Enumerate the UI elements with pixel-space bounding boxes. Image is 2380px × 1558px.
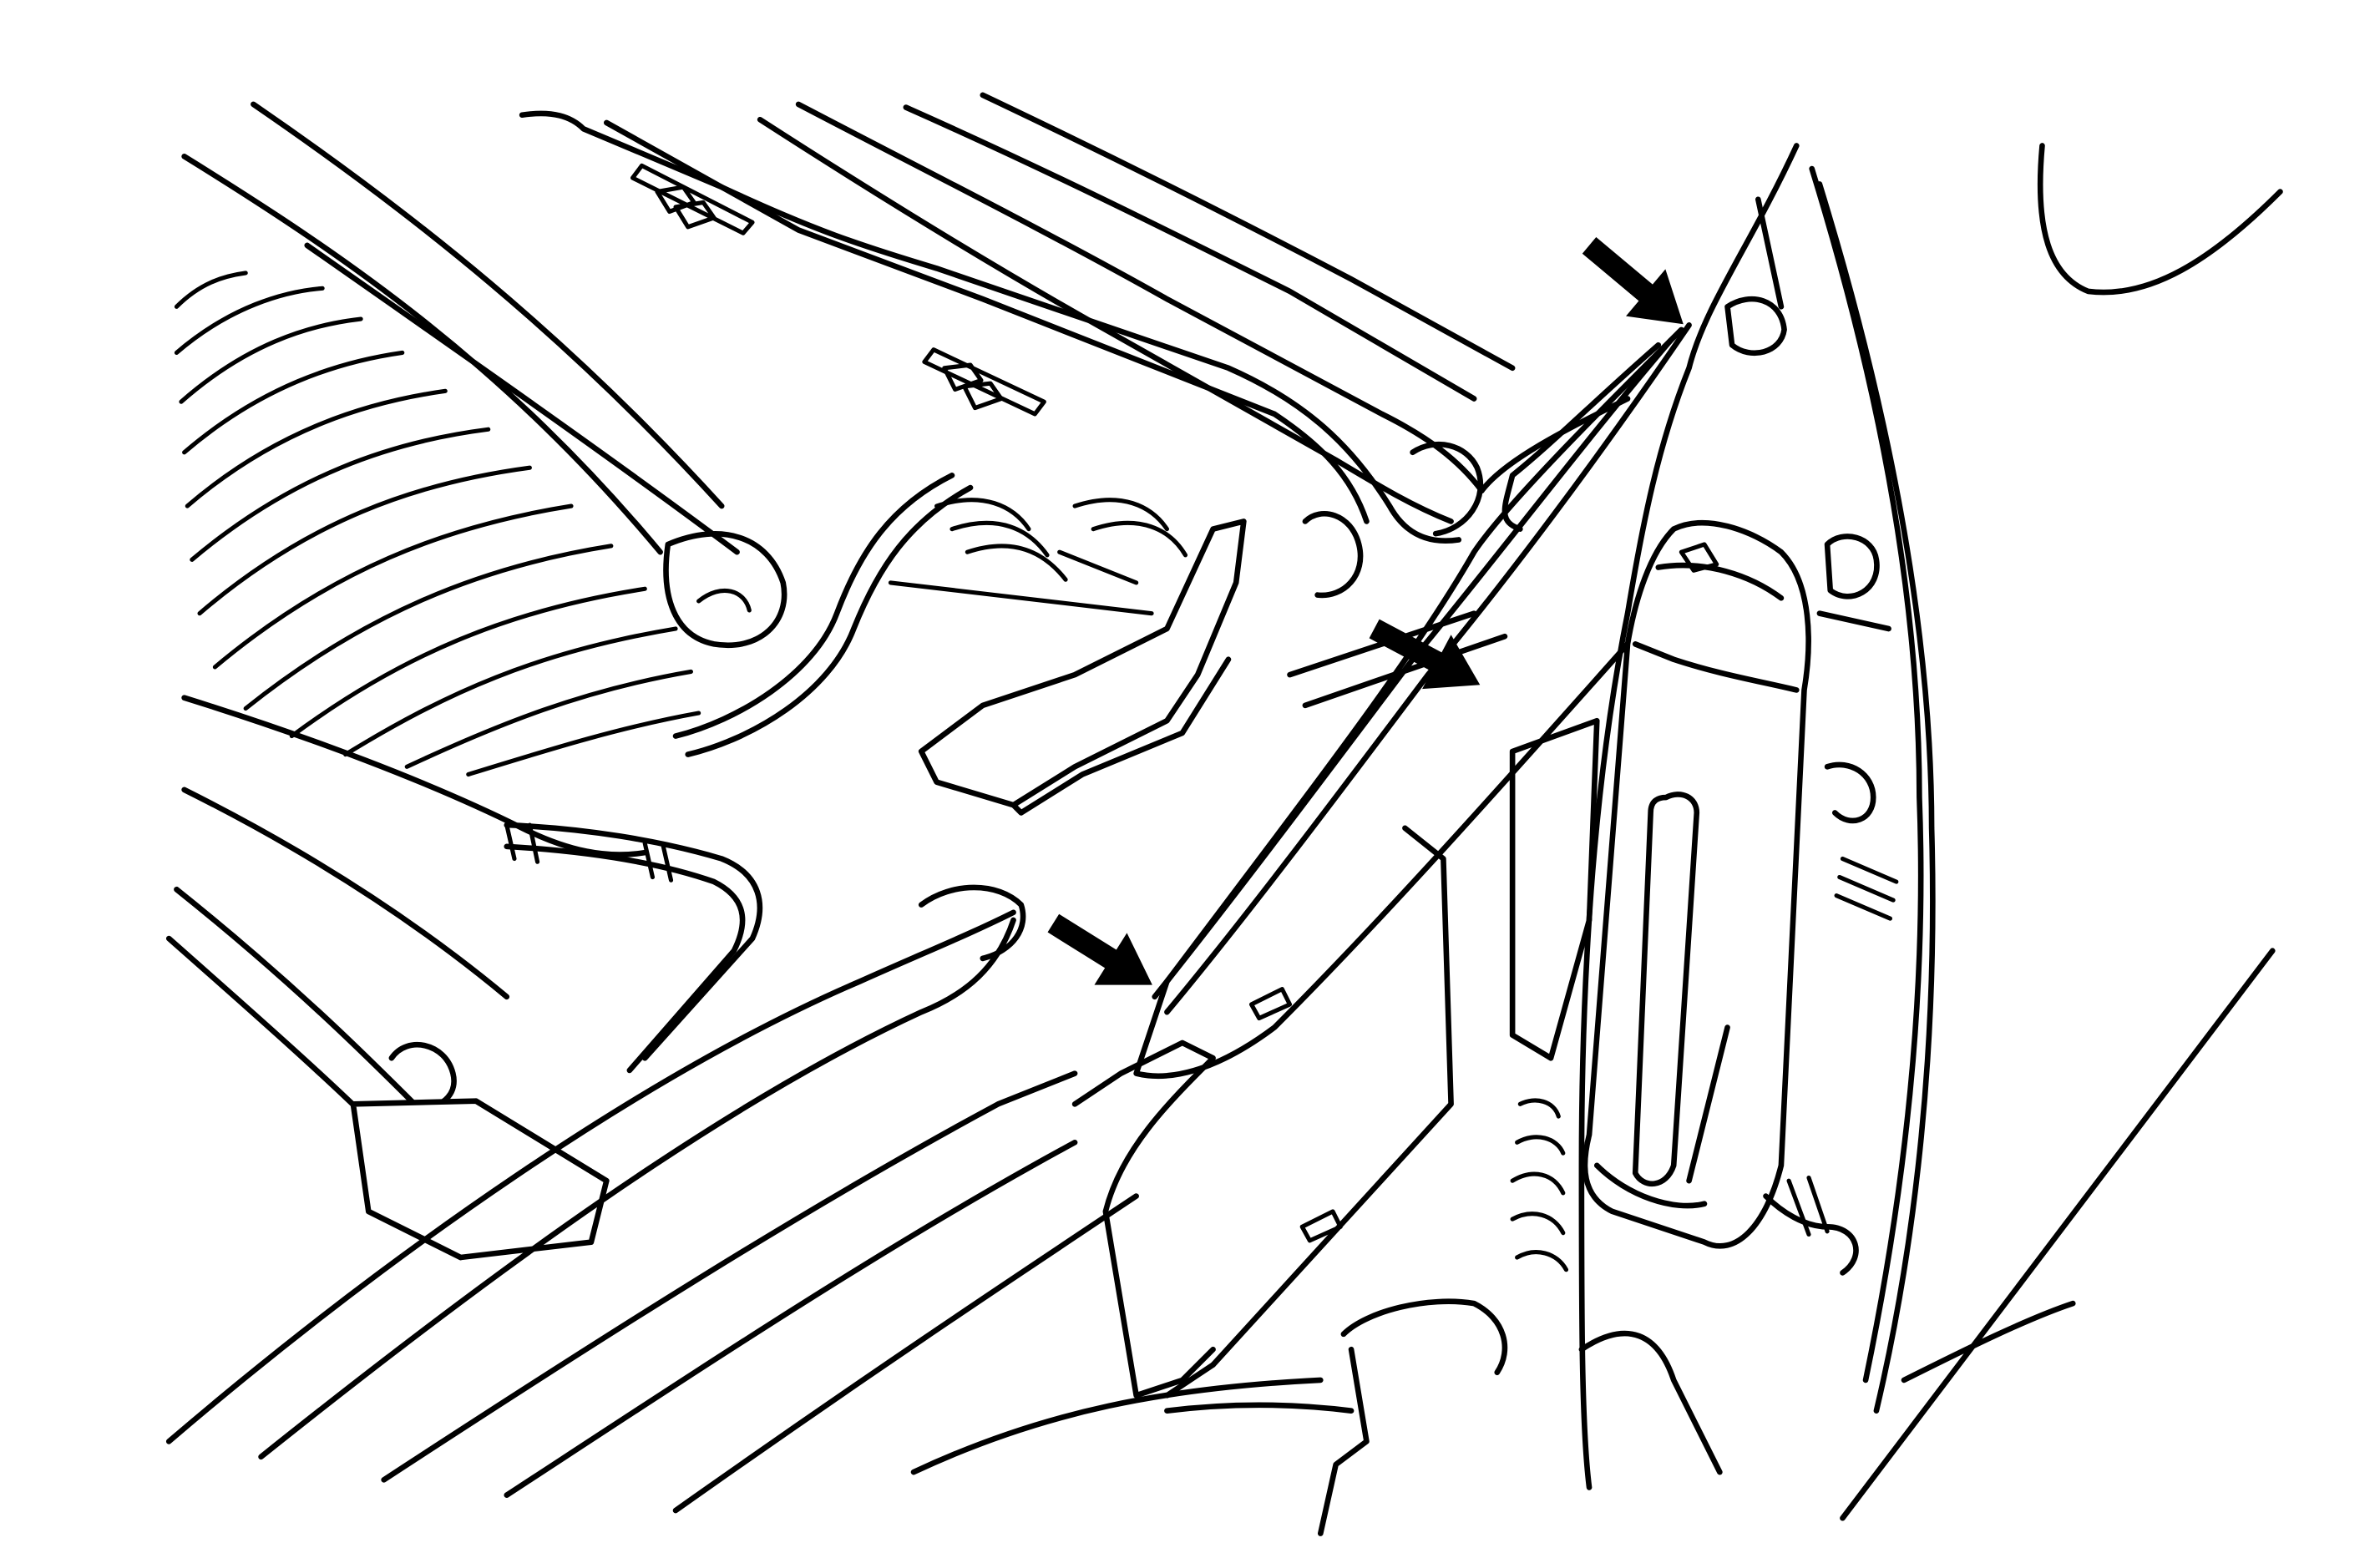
callout-arrow-icon xyxy=(1047,913,1152,985)
hood-area xyxy=(165,92,1516,1514)
callout-arrow-icon xyxy=(1369,619,1481,690)
callout-arrows xyxy=(1047,237,1684,985)
callout-arrow-icon xyxy=(1582,237,1684,325)
headlamp-seam-area xyxy=(910,143,2283,1536)
